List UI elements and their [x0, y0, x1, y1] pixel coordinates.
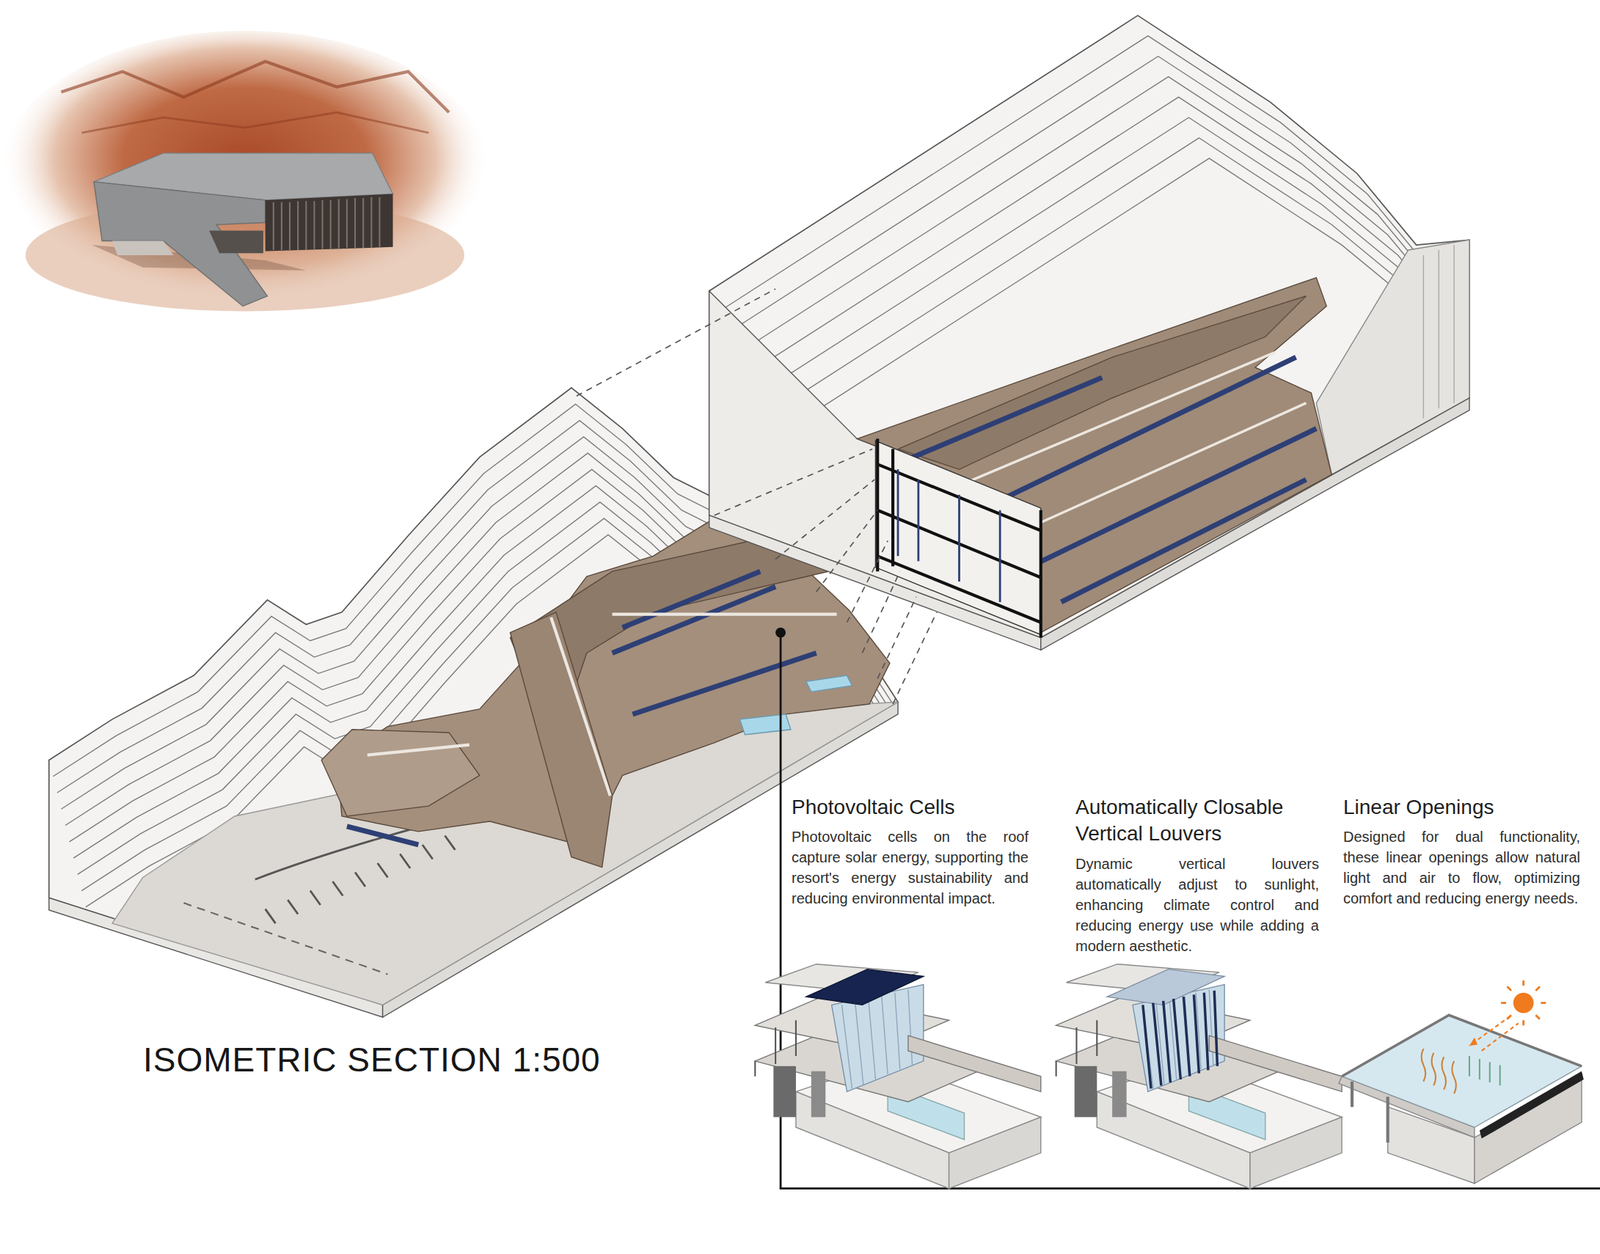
detail-photovoltaic: [754, 964, 1041, 1190]
terrain-right: [1316, 239, 1470, 475]
projection-lines: [576, 289, 776, 397]
feature-heading: Linear Openings: [1343, 794, 1581, 821]
leader-line: [775, 627, 786, 639]
terrain-right: [709, 15, 1542, 650]
detail-louvers: [1056, 964, 1342, 1190]
projection-lines: [861, 571, 900, 653]
feature-body: Photovoltaic cells on the roof capture s…: [791, 826, 1029, 909]
detail-linear-opening: [1469, 1038, 1478, 1047]
feature-heading: Photovoltaic Cells: [791, 794, 1029, 821]
section-title: ISOMETRIC SECTION 1:500: [143, 1040, 601, 1080]
feature-callout: Linear OpeningsDesigned for dual functio…: [1343, 794, 1581, 912]
feature-callout: Automatically Closable Vertical LouversD…: [1075, 794, 1320, 959]
render-thumbnail: [0, 30, 491, 317]
building-left: [739, 714, 791, 736]
feature-heading: Automatically Closable Vertical Louvers: [1075, 794, 1320, 849]
terrain-left: [183, 903, 388, 975]
render-thumbnail: [209, 231, 264, 254]
building-right: [877, 438, 1041, 638]
render-thumbnail: [265, 194, 394, 252]
detail-linear-opening: [1479, 1071, 1584, 1140]
projection-lines: [877, 597, 917, 679]
building-right: [856, 278, 1332, 639]
feature-body: Designed for dual functionality, these l…: [1343, 826, 1581, 909]
feature-callout: Photovoltaic CellsPhotovoltaic cells on …: [791, 794, 1029, 912]
render-thumbnail: [112, 241, 174, 256]
detail-linear-opening: [1481, 1023, 1519, 1052]
building-right: [897, 469, 1000, 603]
terrain-right: [719, 35, 1480, 312]
building-right: [875, 440, 1041, 635]
detail-linear-opening: [1341, 1015, 1582, 1128]
detail-linear-opening: [1352, 1082, 1388, 1143]
render-thumbnail: [0, 30, 491, 317]
render-thumbnail: [273, 197, 381, 251]
projection-lines: [576, 289, 937, 705]
building-left: [367, 614, 838, 797]
projection-lines: [714, 448, 873, 515]
building-left: [321, 729, 480, 817]
detail-louvers: [1142, 991, 1218, 1090]
detail-linear-opening: [1338, 980, 1584, 1185]
terrain-right: [1423, 245, 1455, 419]
detail-linear-opening: [1469, 1056, 1501, 1086]
render-thumbnail: [93, 181, 268, 307]
detail-louvers: [1056, 964, 1342, 1190]
detail-louvers: [1107, 969, 1225, 1006]
render-thumbnail: [60, 61, 449, 113]
projection-lines: [775, 479, 875, 560]
terrain-left: [265, 835, 456, 924]
detail-photovoltaic: [806, 969, 924, 1006]
terrain-right: [709, 15, 1470, 638]
detail-linear-opening: [1513, 993, 1534, 1014]
detail-linear-opening: [1469, 1016, 1511, 1047]
render-thumbnail: [81, 112, 429, 133]
terrain-right: [729, 56, 1490, 333]
projection-lines: [892, 612, 937, 705]
detail-linear-opening: [1421, 1049, 1457, 1094]
feature-body: Dynamic vertical louvers automatically a…: [1075, 853, 1320, 957]
building-left: [806, 675, 853, 692]
detail-photovoltaic: [754, 964, 1041, 1190]
detail-linear-opening: [1341, 1015, 1582, 1077]
